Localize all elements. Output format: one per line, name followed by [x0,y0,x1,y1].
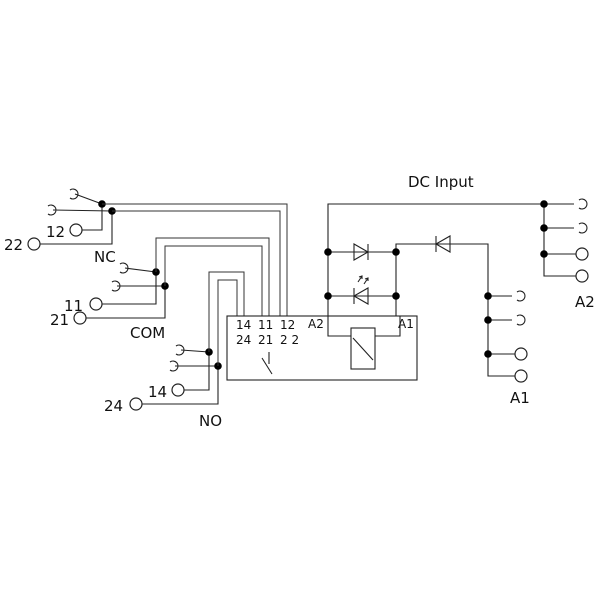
pin-14: 14 [236,318,251,332]
clamp-a2-2 [544,222,588,234]
terminal-12 [69,223,83,237]
contact-wiring [102,203,288,366]
clamp-nc-1 [69,188,103,205]
terminal-a1-1 [514,347,528,361]
clamp-a2-1 [544,198,588,210]
diode-icon [434,235,451,253]
pin-22: 2 2 [280,333,299,347]
terminal-21 [73,311,87,325]
junction-dot [540,224,548,232]
label-24: 24 [104,397,123,415]
dc-input-circuit: DC Input [324,173,544,316]
junction-dot [392,292,400,300]
a2-terminal-group: A2 [540,198,595,311]
label-14: 14 [148,383,167,401]
terminal-14 [171,383,185,397]
label-nc: NC [94,248,116,266]
relay-box [226,315,418,381]
clamp-a1-1 [488,290,526,302]
nc-terminal-group: 12 22 NC [4,188,116,266]
junction-dot [324,248,332,256]
label-21: 21 [50,311,69,329]
label-a1: A1 [510,389,530,407]
label-com: COM [130,324,165,342]
junction-dot [484,292,492,300]
no-terminal-group: 14 24 NO [104,344,222,430]
clamp-no-2 [169,360,218,372]
clamp-com-1 [119,262,157,274]
terminal-22 [27,237,41,251]
clamp-no-1 [175,344,210,356]
junction-dot [484,350,492,358]
relay-contact-switch [261,352,273,375]
label-dc-input: DC Input [408,173,474,191]
junction-dot [324,292,332,300]
junction-dot [392,248,400,256]
pin-a2: A2 [308,317,324,331]
relay-module: 14 11 12 24 21 2 2 A2 A1 [226,315,418,381]
label-11: 11 [64,297,83,315]
label-12: 12 [46,223,65,241]
label-22: 22 [4,236,23,254]
label-no: NO [199,412,222,430]
terminal-a1-2 [514,369,528,383]
a1-terminal-group: A1 [484,290,530,407]
diode-icon [353,243,370,261]
terminal-a2-2 [575,269,589,283]
pin-11: 11 [258,318,273,332]
clamp-a1-2 [488,314,526,326]
junction-dot [540,250,548,258]
pin-12: 12 [280,318,295,332]
clamp-com-2 [111,280,165,292]
pin-24: 24 [236,333,251,347]
led-icon [352,287,369,305]
junction-dot [540,200,548,208]
label-a2: A2 [575,293,595,311]
terminal-24 [129,397,143,411]
junction-dot [484,316,492,324]
pin-a1: A1 [398,317,414,331]
pin-21: 21 [258,333,273,347]
com-terminal-group: 11 21 COM [50,262,169,342]
terminal-a2-1 [575,247,589,261]
terminal-11 [89,297,103,311]
